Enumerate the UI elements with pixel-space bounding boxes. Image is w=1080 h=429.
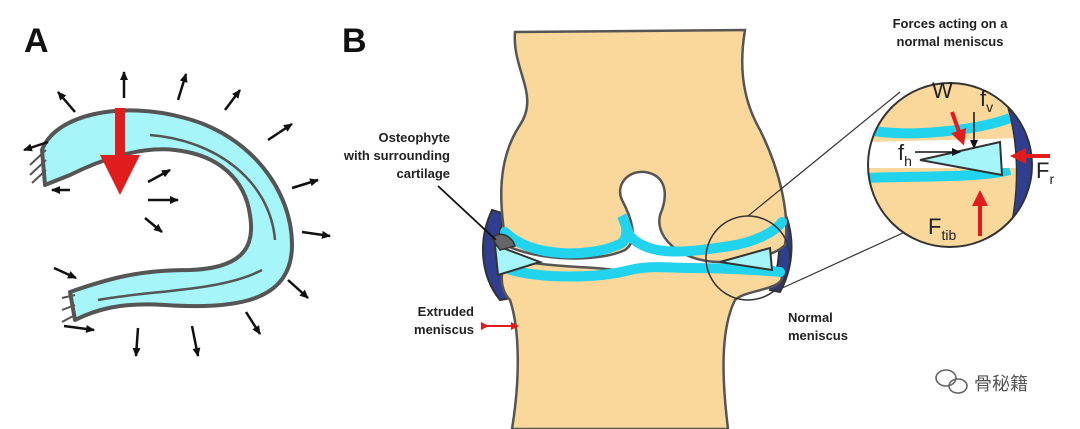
wechat-icon [935,369,968,394]
watermark-text: 骨秘籍 [974,374,1028,395]
hoop-arrow [301,230,331,239]
force-fr-main: F [1036,158,1049,183]
hoop-arrow [132,327,141,357]
hoop-arrow [291,178,319,190]
hoop-arrow [287,279,309,299]
femur [500,28,788,264]
hoop-arrow [57,91,76,113]
panel-a: A [23,22,331,357]
osteophyte-label-line1: Osteophyte [378,130,450,145]
meniscus-root-anterior [29,149,47,184]
osteophyte-label-line2: with surrounding [343,148,450,163]
hoop-arrow [176,73,188,101]
osteophyte-label-line3: cartilage [397,166,450,181]
force-ftib-main: F [928,214,941,239]
osteophyte-leader-line [437,185,497,241]
hoop-arrow [53,266,77,280]
force-fv-label: fv [980,86,993,115]
tibia [500,256,784,429]
force-fr-label: Fr [1036,158,1054,187]
hoop-arrow [23,140,49,152]
force-fh-main: f [898,140,905,165]
hoop-arrow [144,217,163,233]
femoral-cartilage [500,213,787,259]
normal-label-line2: meniscus [788,328,848,343]
extruded-label-line1: Extruded [418,304,474,319]
hoop-arrow [224,89,241,111]
force-ftib-label: Ftib [928,214,956,243]
force-w-arrow [950,111,967,146]
panel-b-letter: B [342,22,367,60]
normal-label-line1: Normal [788,310,833,325]
zoom-connector-top [747,91,901,217]
watermark: 骨秘籍 [935,369,1028,395]
extruded-label-line2: meniscus [414,322,474,337]
force-ftib-sub: tib [941,227,956,243]
forces-title-line2: normal meniscus [897,34,1004,49]
force-fh-sub: h [904,153,912,169]
force-fh-label: fh [898,140,912,169]
hoop-arrow [63,324,95,333]
force-fv-sub: v [986,99,993,115]
hoop-arrow [190,325,201,357]
hoop-arrow [244,311,262,335]
zoom-inset-border [867,82,1033,248]
zoom-connector-bottom [777,231,906,291]
force-fr-sub: r [1049,171,1054,187]
hoop-arrow [147,168,171,184]
force-w-label: W [932,78,953,103]
normal-meniscus [719,246,774,272]
meniscus-root-posterior [61,294,76,323]
hoop-arrow [267,122,293,142]
tibial-cartilage [500,262,785,282]
extruded-meniscus [493,243,544,277]
forces-title-line1: Forces acting on a [893,16,1009,31]
panel-b: B [342,16,1054,429]
zoom-inset: W fv fh Fr Ftib [867,78,1054,248]
force-fv-main: f [980,86,987,111]
osteophyte [491,233,516,251]
panel-a-letter: A [24,22,49,60]
hoop-stress-arrows [23,71,331,357]
meniscus-c-shape [40,108,294,322]
